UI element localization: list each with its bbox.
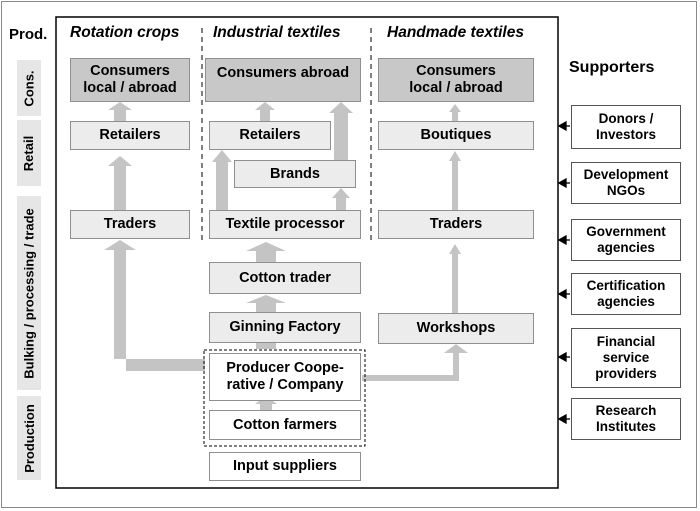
node-it-cotton-trader: Cotton trader <box>209 262 361 294</box>
arrow-rotation-traders-to-retailers <box>108 156 132 210</box>
axis-label: Prod. <box>9 26 48 43</box>
column-handmade-textiles: Handmade textiles <box>387 24 524 41</box>
supporter-arrows <box>557 120 570 425</box>
stage-label: Production <box>21 403 37 473</box>
arrow-ht-traders-to-boutiques <box>449 151 461 210</box>
node-ht-consumers: Consumers local / abroad <box>378 58 534 102</box>
node-rc-retailers: Retailers <box>70 121 190 150</box>
arrow-farmers-to-coop <box>255 396 277 410</box>
column-rotation-crops: Rotation crops <box>70 24 180 41</box>
arrow-workshops-to-traders <box>449 244 461 313</box>
coop-farmer-group <box>203 349 366 447</box>
node-it-ginning-factory: Ginning Factory <box>209 312 361 343</box>
supporter-arrow-head <box>557 413 567 425</box>
arrow-rotation-retailers-to-consumers <box>108 102 132 121</box>
node-it-textile-processor: Textile processor <box>209 210 361 239</box>
stage-retail: Retail <box>17 120 41 186</box>
supporter-donors-investors: Donors / Investors <box>571 105 681 149</box>
arrow-processor-to-brands <box>332 188 350 210</box>
supporter-financial-service-providers: Financial service providers <box>571 328 681 388</box>
stage-bulking: Bulking / processing / trade <box>17 196 41 390</box>
stage-label: Bulking / processing / trade <box>21 207 37 379</box>
arrow-cotton-trader-to-processor <box>246 242 286 262</box>
supporter-development-ngos: Development NGOs <box>571 162 681 204</box>
node-it-retailers: Retailers <box>209 121 331 150</box>
column-industrial-textiles: Industrial textiles <box>213 24 341 41</box>
node-ht-workshops: Workshops <box>378 313 534 344</box>
arrow-it-retailers-to-consumers <box>255 102 275 121</box>
supporter-government-agencies: Government agencies <box>571 219 681 261</box>
node-rc-consumers: Consumers local / abroad <box>70 58 190 102</box>
node-rc-traders: Traders <box>70 210 190 239</box>
node-ht-boutiques: Boutiques <box>378 121 534 150</box>
supporter-arrow-head <box>557 234 567 246</box>
arrow-processor-to-retailers <box>212 150 232 210</box>
arrow-brands-to-consumers <box>329 102 353 160</box>
value-chain-frame <box>55 16 559 489</box>
arrow-boutiques-to-consumers <box>449 104 461 121</box>
arrow-ginning-to-cotton-trader <box>246 295 286 312</box>
arrow-coop-to-workshops <box>362 344 468 381</box>
supporter-arrow-head <box>557 351 567 363</box>
supporter-research-institutes: Research Institutes <box>571 398 681 440</box>
node-producer-coop: Producer Coope- rative / Company <box>209 353 361 401</box>
supporter-arrow-head <box>557 177 567 189</box>
arrow-coop-to-ginning <box>256 343 276 349</box>
stage-consumption: Cons. <box>17 60 41 116</box>
stage-production: Production <box>17 396 41 480</box>
supporters-title: Supporters <box>569 59 655 76</box>
node-cotton-farmers: Cotton farmers <box>209 410 361 440</box>
stage-label: Cons. <box>21 69 37 107</box>
arrow-coop-to-rotation-traders <box>104 240 205 371</box>
node-input-suppliers: Input suppliers <box>209 452 361 481</box>
supporter-arrow-head <box>557 120 567 132</box>
stage-label: Retail <box>21 135 37 171</box>
node-ht-traders: Traders <box>378 210 534 239</box>
node-it-consumers: Consumers abroad <box>205 58 361 102</box>
supporter-certification-agencies: Certification agencies <box>571 273 681 315</box>
node-it-brands: Brands <box>234 160 356 188</box>
supporter-arrow-head <box>557 288 567 300</box>
